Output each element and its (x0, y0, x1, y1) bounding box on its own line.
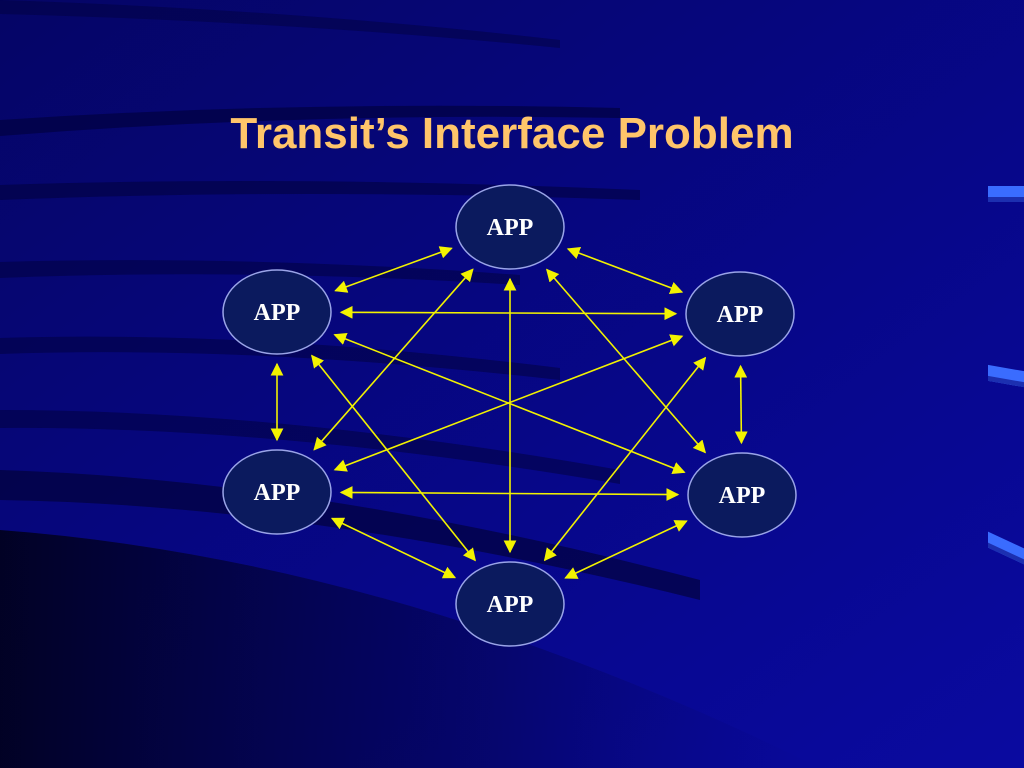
edge-upper-right-lower-left (333, 334, 684, 472)
edge-lower-left-bottom (330, 517, 457, 579)
node-label: APP (719, 483, 766, 509)
node-ellipse (685, 271, 795, 357)
edge-top-upper-right (566, 247, 684, 294)
node-label: APP (487, 592, 534, 618)
edge-top-lower-left (313, 268, 474, 451)
edge-lower-left-lower-right (339, 486, 680, 501)
node-upper-left: APP (222, 269, 332, 355)
node-bottom: APP (455, 561, 565, 647)
edge-top-lower-right (545, 268, 707, 454)
edge-upper-right-bottom (543, 356, 707, 562)
node-label: APP (487, 215, 534, 241)
node-top: APP (455, 184, 565, 270)
edge-upper-left-upper-right (339, 305, 678, 321)
edge-upper-left-bottom (311, 354, 476, 562)
nodes: APP APP APP APP APP APP (222, 184, 797, 647)
node-ellipse (455, 561, 565, 647)
node-label: APP (254, 300, 301, 326)
edge-lower-right-bottom (564, 520, 688, 579)
node-ellipse (222, 269, 332, 355)
node-lower-left: APP (222, 449, 332, 535)
node-label: APP (717, 302, 764, 328)
node-upper-right: APP (685, 271, 795, 357)
decorative-tab (988, 186, 1024, 202)
node-ellipse (687, 452, 797, 538)
edges (270, 246, 748, 579)
node-ellipse (455, 184, 565, 270)
node-label: APP (254, 480, 301, 506)
edge-top-upper-left (334, 246, 453, 293)
node-lower-right: APP (687, 452, 797, 538)
slide-title: Transit’s Interface Problem (230, 109, 794, 158)
node-ellipse (222, 449, 332, 535)
edge-upper-right-lower-right (734, 364, 748, 445)
